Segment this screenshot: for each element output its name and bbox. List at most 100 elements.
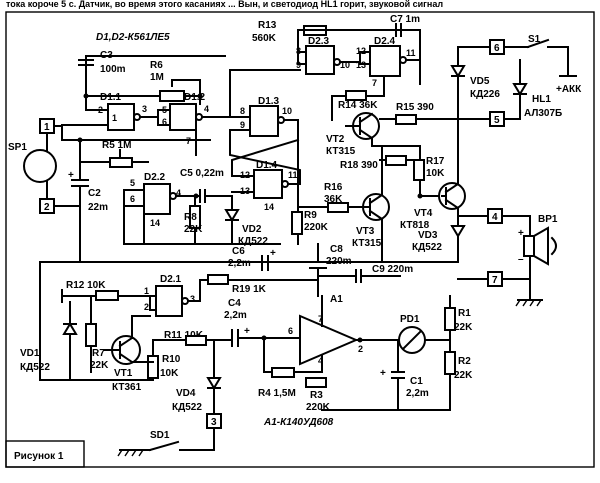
r10-ref: R10: [162, 354, 181, 365]
c4-plus: +: [244, 326, 250, 337]
connector-6-label: 6: [494, 43, 500, 54]
d1-3-label: D1.3: [258, 96, 280, 107]
vd3-ref: VD3: [418, 230, 438, 241]
vd3-diode: [450, 225, 466, 238]
r18-resistor: [385, 155, 407, 166]
vd1-type: КД522: [20, 362, 50, 373]
d1-1-pin3: 3: [142, 104, 147, 114]
d2-2-label: D2.2: [144, 172, 166, 183]
d2-1-label: D2.1: [160, 274, 182, 285]
c4-ref: C4: [228, 298, 241, 309]
r12-resistor: [95, 290, 119, 301]
d1-1-gate: [107, 103, 135, 131]
d2-2-pin14: 14: [150, 218, 160, 228]
connector-4-label: 4: [492, 212, 498, 223]
figure-caption-box: [5, 440, 85, 468]
a1-pin6: 6: [288, 326, 293, 336]
r19-label: R19 1K: [232, 284, 267, 295]
vd2-ref: VD2: [242, 224, 262, 235]
ic-family-label: D1,D2-К561ЛЕ5: [96, 32, 170, 43]
vt4-ref: VT4: [414, 208, 433, 219]
d1-2-pin4: 4: [204, 104, 209, 114]
sd1-switch[interactable]: [148, 440, 180, 452]
a1-short-label: A1: [330, 294, 343, 305]
d1-4-label: D1.4: [256, 160, 278, 171]
connector-5-label: 5: [494, 115, 500, 126]
r2-ref: R2: [458, 356, 471, 367]
bp1-minus: –: [518, 254, 524, 265]
d2-4-pin11: 11: [406, 48, 416, 58]
akk-label: +АКК: [556, 84, 582, 95]
a1-opamp: [299, 314, 359, 366]
c2-plus: +: [68, 170, 74, 181]
c7-label: C7 1m: [390, 14, 420, 25]
r5-label: R5 1M: [102, 140, 131, 151]
vd5-type: КД226: [470, 89, 500, 100]
s1-label: S1: [528, 34, 541, 45]
r2-value: 22K: [454, 370, 473, 381]
s1-switch[interactable]: [526, 38, 550, 49]
d1-3-pin9: 9: [240, 120, 245, 130]
r3-value: 220K: [306, 402, 331, 413]
r11-resistor: [185, 335, 207, 346]
r8-ref: R8: [184, 212, 197, 223]
sd1-label: SD1: [150, 430, 170, 441]
d1-2-label: D1.2: [184, 92, 206, 103]
r4-label: R4 1,5M: [258, 388, 296, 399]
hl1-ref: HL1: [532, 94, 551, 105]
d1-4-pin14: 14: [264, 202, 274, 212]
r13-ref: R13: [258, 20, 277, 31]
d2-1-pin1: 1: [144, 286, 149, 296]
hl1-led: [512, 83, 528, 96]
d2-1-pin2: 2: [144, 302, 149, 312]
connector-7-label: 7: [492, 275, 498, 286]
a1-part-label: A1-К140УД608: [263, 417, 334, 428]
d1-3-pin10: 10: [282, 106, 292, 116]
r10-value: 10K: [160, 368, 179, 379]
r15-label: R15 390: [396, 102, 434, 113]
c9-label: C9 220m: [372, 264, 413, 275]
r15-resistor: [395, 114, 417, 125]
d2-3-gate: [305, 45, 335, 75]
d2-4-gate: [369, 45, 401, 77]
r17-ref: R17: [426, 156, 445, 167]
c6-plus: +: [270, 248, 276, 259]
r19-resistor: [207, 274, 229, 285]
d2-4-label: D2.4: [374, 36, 396, 47]
trimmer-resistor: [109, 157, 133, 168]
r9-ref: R9: [304, 210, 317, 221]
c6-ref: C6: [232, 246, 245, 257]
vd2-diode: [224, 209, 240, 222]
d1-1-label: D1.1: [100, 92, 122, 103]
r3-resistor: [305, 377, 327, 388]
a1-pin7: 7: [318, 314, 323, 324]
r7-resistor: [85, 323, 97, 347]
r12-label: R12 10K: [66, 280, 106, 291]
vd3-type: КД522: [412, 242, 442, 253]
r17-value: 10K: [426, 168, 445, 179]
vt3-type: КТ315: [352, 238, 382, 249]
c2-value: 22m: [88, 202, 108, 213]
c4-value: 2,2m: [224, 310, 247, 321]
r7-ref: R7: [92, 348, 105, 359]
d1-1-pin1: 1: [112, 113, 117, 123]
vt1-ref: VT1: [114, 368, 133, 379]
r14-resistor: [345, 90, 367, 101]
d1-3-gate: [249, 105, 279, 137]
r2-resistor: [444, 351, 456, 375]
r1-ref: R1: [458, 308, 471, 319]
vt4-type: КТ818: [400, 220, 430, 231]
r1-value: 22K: [454, 322, 473, 333]
a1-pin2: 2: [358, 344, 363, 354]
d1-3-pin8: 8: [240, 106, 245, 116]
figure-caption: Рисунок 1: [14, 451, 64, 462]
sp1-sensor: [23, 149, 57, 183]
r7-value: 22K: [90, 360, 109, 371]
r9-value: 220K: [304, 222, 329, 233]
bp1-buzzer: [523, 235, 535, 257]
r4-resistor: [271, 367, 295, 378]
r16-value: 36K: [324, 194, 343, 205]
vd4-type: КД522: [172, 402, 202, 413]
vt2-type: КТ315: [326, 146, 356, 157]
vd5-ref: VD5: [470, 76, 490, 87]
